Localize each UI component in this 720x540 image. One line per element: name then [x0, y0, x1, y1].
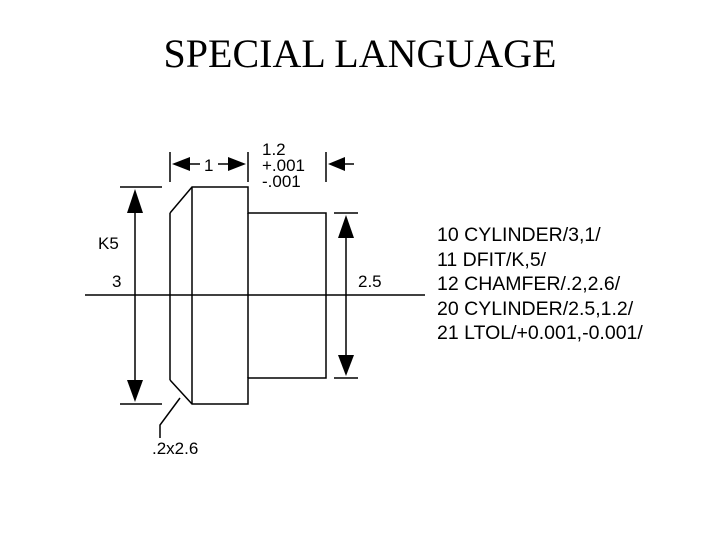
slide-title: SPECIAL LANGUAGE [163, 31, 557, 76]
chamfer-leader [159, 397, 181, 438]
label-fit: K5 [98, 234, 119, 253]
arrow-d3-top [127, 189, 143, 213]
arrow-d25-bottom [338, 355, 354, 376]
label-length-1: 1 [204, 156, 213, 175]
label-length-1-2: 1.2 [262, 140, 286, 159]
program-line: 10 CYLINDER/3,1/ [437, 224, 601, 246]
label-diameter-2-5: 2.5 [358, 272, 382, 291]
part-program-listing: 10 CYLINDER/3,1/ 11 DFIT/K,5/ 12 CHAMFER… [437, 223, 643, 346]
program-line: 11 DFIT/K,5/ [437, 248, 547, 271]
program-line: 12 CHAMFER/.2,2.6/ [437, 273, 621, 295]
label-tolerance-minus: -.001 [262, 172, 301, 191]
arrow-len1-left [172, 157, 190, 171]
label-tolerance-plus: +.001 [262, 156, 305, 175]
label-chamfer: .2x2.6 [152, 439, 198, 458]
arrow-d3-bottom [127, 380, 143, 402]
label-diameter-3: 3 [112, 272, 121, 291]
part-outline [169, 186, 327, 405]
arrow-len12-right [328, 157, 345, 171]
arrow-d25-top [338, 215, 354, 238]
program-line: 20 CYLINDER/2.5,1.2/ [437, 297, 634, 320]
arrow-len1-right [228, 157, 246, 171]
program-line: 21 LTOL/+0.001,-0.001/ [437, 322, 643, 344]
